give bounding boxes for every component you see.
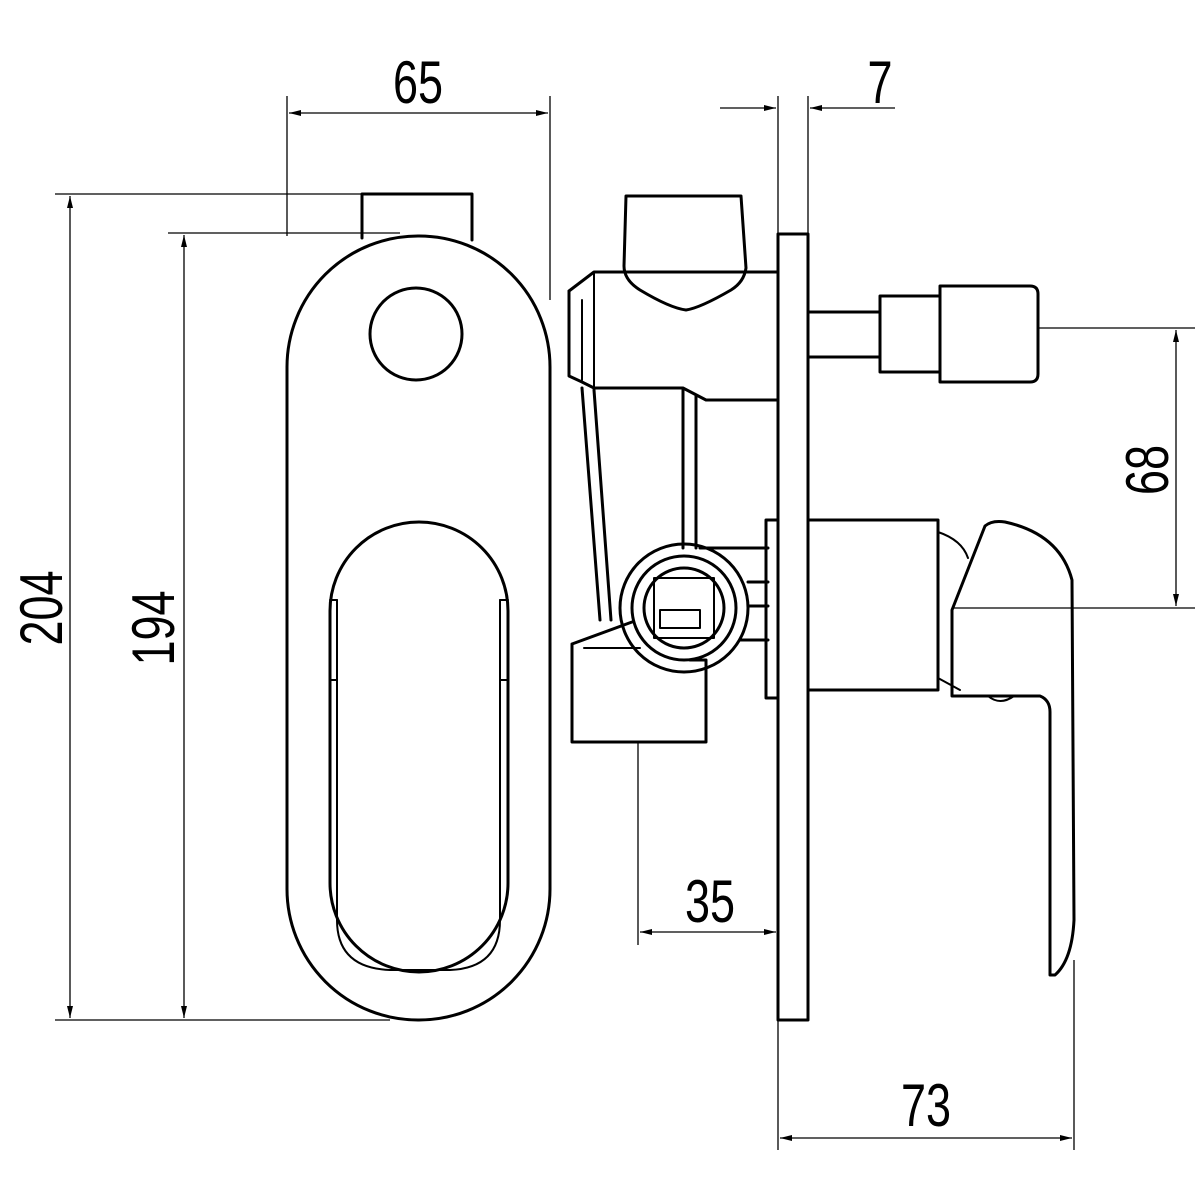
dimension-labels: 65 7 204 194 68 35 73 (9, 50, 1182, 1140)
dim-label-204: 204 (9, 570, 76, 645)
spindle-cap (878, 284, 1040, 384)
spindle-shaft (806, 310, 882, 359)
mixer-flange (764, 518, 780, 700)
valve-body-upper (567, 270, 780, 402)
front-view (285, 192, 552, 1022)
dim-label-194: 194 (121, 590, 188, 665)
diverter-knob-side (622, 194, 748, 312)
dim-label-68: 68 (1115, 445, 1182, 495)
mixer-housing (806, 518, 940, 692)
cover-plate-outline (285, 234, 552, 1022)
lever-recess-inner (336, 599, 501, 971)
frame-pipe (580, 386, 698, 622)
dim-label-7: 7 (867, 50, 892, 117)
dim-label-35: 35 (685, 869, 735, 936)
lever-handle (950, 520, 1076, 977)
diverter-tab (360, 192, 474, 242)
side-view (567, 194, 1076, 1022)
dim-label-65: 65 (393, 50, 443, 117)
dim-label-73: 73 (901, 1073, 951, 1140)
wall-plate (776, 232, 810, 1022)
inlet-fitting (618, 542, 750, 674)
lever-recess (328, 520, 510, 974)
outlet-block (570, 620, 708, 744)
diverter-knob (368, 286, 464, 382)
dimension-lines (55, 96, 1195, 1150)
